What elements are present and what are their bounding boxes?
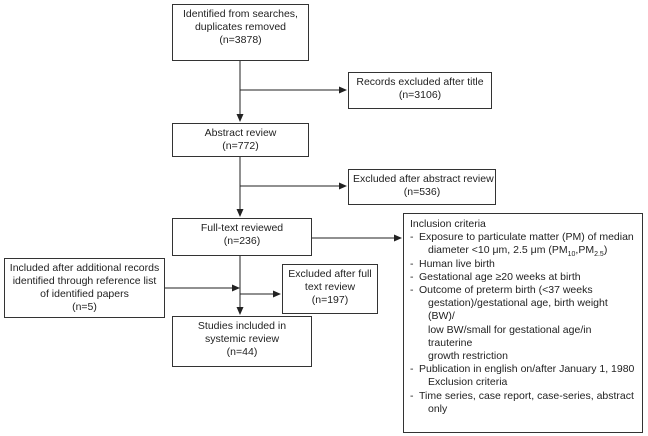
fulltext-box: Full-text reviewed (n=236)	[172, 218, 312, 256]
criterion-outcome: - Outcome of preterm birth (<37 weeks ge…	[410, 284, 608, 363]
additional-records-box: Included after additional records identi…	[4, 258, 165, 318]
criterion-gestational-age: - Gestational age ≥20 weeks at birth	[410, 270, 581, 283]
abstract-review-box: Abstract review (n=772)	[172, 123, 309, 157]
inclusion-criteria-title: Inclusion criteria	[410, 218, 486, 230]
excluded-title-box: Records excluded after title (n=3106)	[348, 72, 492, 109]
criterion-pm-exposure: - Exposure to particulate matter (PM) of…	[410, 231, 634, 259]
criterion-publication: - Publication in english on/after Januar…	[410, 363, 635, 389]
studies-included-box: Studies included in systemic review (n=4…	[172, 316, 312, 367]
excluded-fulltext-box: Excluded after full text review (n=197)	[282, 264, 378, 314]
identified-box: Identified from searches, duplicates rem…	[172, 4, 309, 61]
criteria-box: Inclusion criteria - Exposure to particu…	[403, 213, 643, 433]
exclusion-criteria-title: Exclusion criteria	[428, 376, 508, 389]
excluded-abstract-box: Excluded after abstract review (n=536)	[348, 169, 496, 205]
criterion-exclusion-types: - Time series, case report, case-series,…	[410, 389, 634, 415]
criterion-human-live-birth: - Human live birth	[410, 257, 495, 270]
